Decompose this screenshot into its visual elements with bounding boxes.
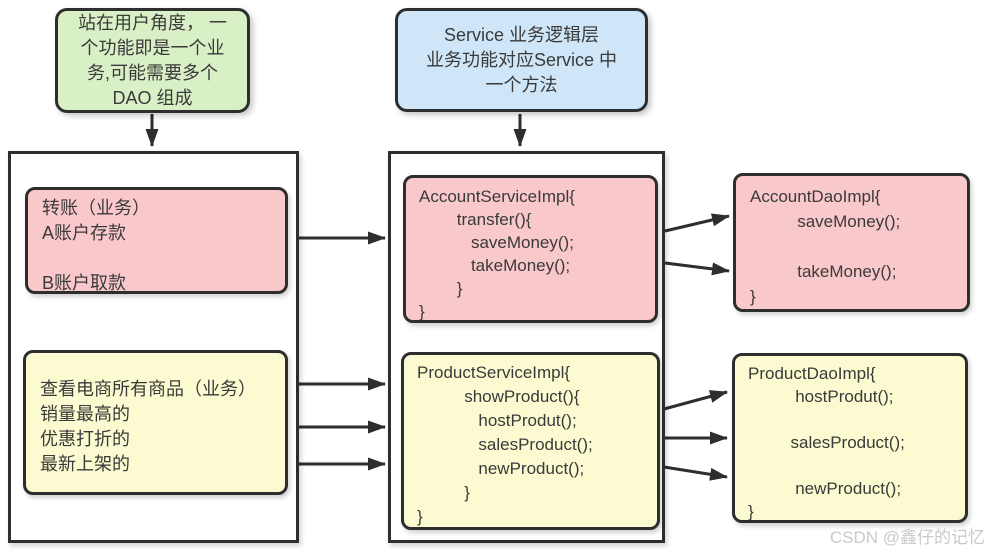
arrow-product-service-to-dao-1 <box>663 390 728 411</box>
account-dao-impl-card: AccountDaoImpl{ saveMoney(); takeMoney()… <box>733 173 970 312</box>
arrow-account-service-to-dao-1 <box>664 213 730 233</box>
arrow-account-service-to-dao-2 <box>664 261 730 276</box>
product-dao-impl-card: ProductDaoImpl{ hostProdut(); salesProdu… <box>732 353 968 523</box>
service-layer-note: Service 业务逻辑层业务功能对应Service 中一个方法 <box>395 8 648 112</box>
product-service-impl-card: ProductServiceImpl{ showProduct(){ hostP… <box>401 352 660 530</box>
product-business-card: 查看电商所有商品（业务）销量最高的优惠打折的最新上架的 <box>23 350 288 495</box>
service-layer-panel: AccountServiceImpl{ transfer(){ saveMone… <box>388 151 665 543</box>
business-layer-panel: 转账（业务）A账户存款 B账户取款 查看电商所有商品（业务）销量最高的优惠打折的… <box>8 151 299 543</box>
transfer-business-card: 转账（业务）A账户存款 B账户取款 <box>25 187 288 294</box>
arrow-product-service-to-dao-3 <box>663 465 728 481</box>
csdn-watermark: CSDN @鑫仔的记忆 <box>829 528 985 547</box>
account-service-impl-card: AccountServiceImpl{ transfer(){ saveMone… <box>403 175 658 323</box>
